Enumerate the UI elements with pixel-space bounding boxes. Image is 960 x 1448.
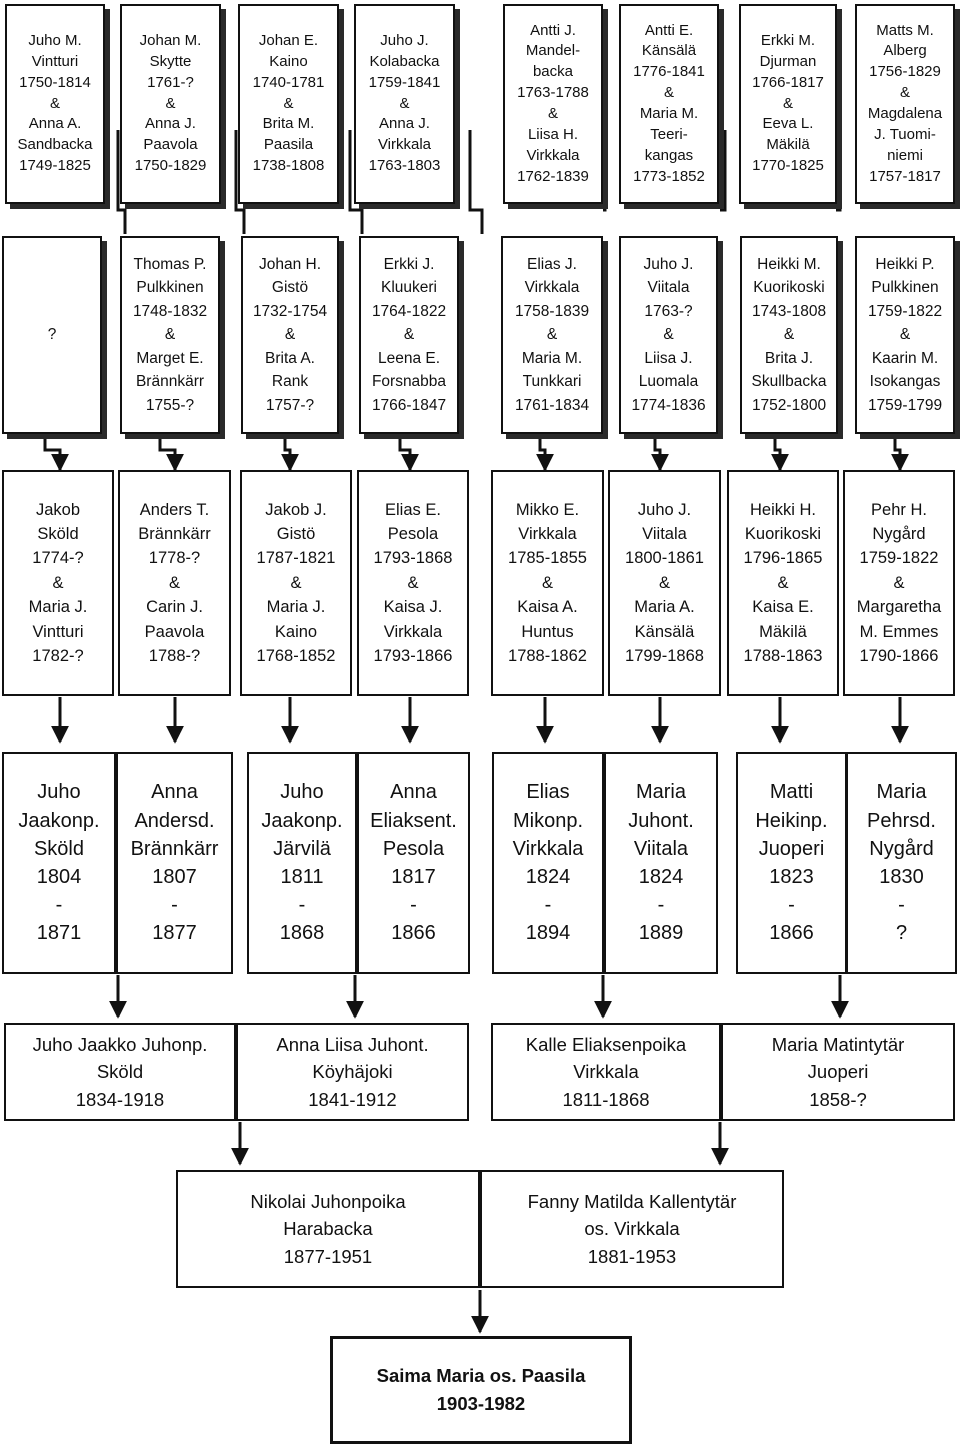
card-text: Juho M. Vintturi 1750-1814 & Anna A. San… [17,32,93,175]
card-text: Pehr H. Nygård 1759-1822 & Margaretha M.… [856,500,942,666]
connector-line [603,130,607,212]
ancestor-couple-card: Elias E. Pesola 1793-1868 & Kaisa J. Vir… [357,470,469,696]
connector-line [398,436,419,472]
ancestor-couple-card: Heikki H. Kuorikoski 1796-1865 & Kaisa E… [727,470,839,696]
card-text: Thomas P. Pulkkinen 1748-1832 & Marget E… [132,255,208,414]
card-text: Heikki P. Pulkkinen 1759-1822 & Kaarin M… [867,255,943,414]
connector-line [771,436,789,472]
connector-line [468,130,484,234]
ancestor-couple-card: Juho J. Viitala 1763-? & Liisa J. Luomal… [619,236,718,434]
card-text: ? [47,326,57,344]
card-text: Juho Jaakonp. Järvilä 1811 - 1868 [261,781,343,945]
card-text: Johan M. Skytte 1761-? & Anna J. Paavola… [134,32,207,175]
card-text: Anna Andersd. Brännkärr 1807 - 1877 [130,781,219,945]
person-card: Anna Eliaksent. Pesola 1817 - 1866 [357,752,470,974]
ancestor-couple-card: Elias J. Virkkala 1758-1839 & Maria M. T… [501,236,603,434]
card-text: Anna Eliaksent. Pesola 1817 - 1866 [370,781,457,945]
person-card: Anna Liisa Juhont. Köyhäjoki 1841-1912 [236,1023,469,1121]
card-text: Maria Pehrsd. Nygård 1830 - ? [867,781,936,945]
card-text: Mikko E. Virkkala 1785-1855 & Kaisa A. H… [508,500,587,666]
person-card: Juho Jaakonp. Järvilä 1811 - 1868 [247,752,357,974]
person-card: Elias Mikonp. Virkkala 1824 - 1894 [492,752,604,974]
card-text: Juho Jaakko Juhonp. Sköld 1834-1918 [32,1033,208,1110]
ancestor-couple-card: Pehr H. Nygård 1759-1822 & Margaretha M.… [843,470,955,696]
ancestor-couple-card: Juho J. Kolabacka 1759-1841 & Anna J. Vi… [354,4,455,204]
connector-line [116,130,127,234]
card-text: Nikolai Juhonpoika Harabacka 1877-1951 [250,1190,406,1267]
person-card: Nikolai Juhonpoika Harabacka 1877-1951 [176,1170,480,1288]
person-card: Maria Matintytär Juoperi 1858-? [721,1023,955,1121]
card-text: Erkki J. Kluukeri 1764-1822 & Leena E. F… [371,255,447,414]
connector-line [234,130,246,234]
ancestor-couple-card: Erkki M. Djurman 1766-1817 & Eeva L. Mäk… [739,4,837,204]
card-text: Juho J. Kolabacka 1759-1841 & Anna J. Vi… [368,32,441,175]
ancestor-couple-card: Jakob J. Gistö 1787-1821 & Maria J. Kain… [240,470,352,696]
card-text: Antti J. Mandel- backa 1763-1788 & Liisa… [517,21,589,185]
connector-line [43,436,69,472]
card-text: Erkki M. Djurman 1766-1817 & Eeva L. Mäk… [752,32,824,175]
card-text: Heikki H. Kuorikoski 1796-1865 & Kaisa E… [743,500,823,666]
card-text: Elias E. Pesola 1793-1868 & Kaisa J. Vir… [373,500,453,666]
person-card: Matti Heikinp. Juoperi 1823 - 1866 [736,752,847,974]
ancestor-couple-card: Antti J. Mandel- backa 1763-1788 & Liisa… [503,4,603,204]
card-text: Antti E. Känsälä 1776-1841 & Maria M. Te… [633,21,705,185]
person-card: Juho Jaakonp. Sköld 1804 - 1871 [2,752,116,974]
root-person-card: Saima Maria os. Paasila 1903-1982 [330,1336,632,1444]
person-card: Maria Juhont. Viitala 1824 - 1889 [604,752,718,974]
ancestor-couple-card: Anders T. Brännkärr 1778-? & Carin J. Pa… [118,470,231,696]
ancestor-couple-card: Juho J. Viitala 1800-1861 & Maria A. Kän… [608,470,721,696]
connector-line [836,130,842,212]
ancestor-couple-card: Johan E. Kaino 1740-1781 & Brita M. Paas… [238,4,339,204]
card-text: Elias J. Virkkala 1758-1839 & Maria M. T… [514,255,590,414]
card-text: Johan E. Kaino 1740-1781 & Brita M. Paas… [252,32,325,175]
person-card: Kalle Eliaksenpoika Virkkala 1811-1868 [491,1023,721,1121]
person-card: Fanny Matilda Kallentytär os. Virkkala 1… [480,1170,784,1288]
card-text: Maria Juhont. Viitala 1824 - 1889 [628,781,694,945]
card-text: Elias Mikonp. Virkkala 1824 - 1894 [512,781,584,945]
ancestor-couple-card: Thomas P. Pulkkinen 1748-1832 & Marget E… [120,236,220,434]
card-text: Matti Heikinp. Juoperi 1823 - 1866 [755,781,828,945]
card-text: Anders T. Brännkärr 1778-? & Carin J. Pa… [138,500,211,666]
ancestor-couple-card: Matts M. Alberg 1756-1829 & Magdalena J.… [855,4,955,204]
card-text: Heikki M. Kuorikoski 1743-1808 & Brita J… [751,255,827,414]
person-card: Juho Jaakko Juhonp. Sköld 1834-1918 [4,1023,236,1121]
ancestor-couple-card: Juho M. Vintturi 1750-1814 & Anna A. San… [5,4,105,204]
card-text: Juho J. Viitala 1800-1861 & Maria A. Kän… [625,500,704,666]
card-text: Jakob J. Gistö 1787-1821 & Maria J. Kain… [256,500,336,666]
card-text: Matts M. Alberg 1756-1829 & Magdalena J.… [867,21,943,185]
connector-line [348,130,364,234]
connector-line [158,436,184,472]
connector-line [720,130,727,212]
ancestor-couple-card: Johan M. Skytte 1761-? & Anna J. Paavola… [120,4,221,204]
card-text: Juho J. Viitala 1763-? & Liisa J. Luomal… [631,255,706,414]
ancestor-couple-card: Jakob Sköld 1774-? & Maria J. Vintturi 1… [2,470,114,696]
ancestor-couple-card: Erkki J. Kluukeri 1764-1822 & Leena E. F… [359,236,459,434]
card-text: Maria Matintytär Juoperi 1858-? [771,1033,905,1110]
connector-line [651,436,669,472]
ancestor-couple-card: ? [2,236,102,434]
ancestor-couple-card: Heikki P. Pulkkinen 1759-1822 & Kaarin M… [855,236,955,434]
ancestor-couple-card: Heikki M. Kuorikoski 1743-1808 & Brita J… [740,236,838,434]
card-text: Kalle Eliaksenpoika Virkkala 1811-1868 [525,1033,687,1110]
connector-line [281,436,299,472]
connector-line [891,436,909,472]
card-text: Fanny Matilda Kallentytär os. Virkkala 1… [527,1190,737,1267]
person-card: Anna Andersd. Brännkärr 1807 - 1877 [116,752,233,974]
card-text: Jakob Sköld 1774-? & Maria J. Vintturi 1… [28,500,88,666]
card-text: Saima Maria os. Paasila 1903-1982 [376,1365,586,1414]
card-text: Juho Jaakonp. Sköld 1804 - 1871 [18,781,100,945]
ancestor-couple-card: Johan H. Gistö 1732-1754 & Brita A. Rank… [241,236,339,434]
connector-line [536,436,554,472]
ancestor-couple-card: Mikko E. Virkkala 1785-1855 & Kaisa A. H… [491,470,604,696]
card-text: Anna Liisa Juhont. Köyhäjoki 1841-1912 [276,1033,429,1110]
card-text: Johan H. Gistö 1732-1754 & Brita A. Rank… [252,255,328,414]
person-card: Maria Pehrsd. Nygård 1830 - ? [846,752,957,974]
ancestor-couple-card: Antti E. Känsälä 1776-1841 & Maria M. Te… [619,4,719,204]
